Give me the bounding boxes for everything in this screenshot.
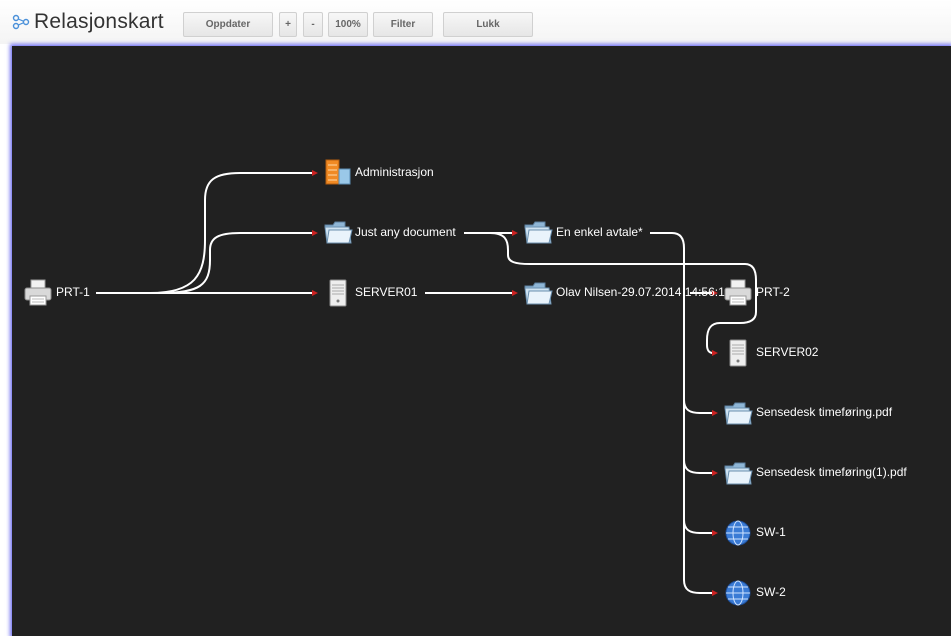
edge-layer — [96, 170, 757, 596]
refresh-button[interactable]: Oppdater — [183, 12, 273, 37]
arrow-just-any-document — [312, 230, 318, 236]
node-server02[interactable]: SERVER02 — [756, 345, 819, 359]
folder-icon[interactable] — [523, 217, 553, 247]
page-title: Relasjonskart — [34, 10, 164, 33]
arrow-administrasjon — [312, 170, 318, 176]
zoom-reset-button[interactable]: 100% — [328, 12, 368, 37]
arrow-server01 — [312, 290, 318, 296]
edge-avtale-sw1 — [683, 519, 712, 534]
toolbar: Relasjonskart Oppdater + - 100% Filter L… — [0, 0, 951, 44]
node-just-any-document[interactable]: Just any document — [355, 225, 456, 239]
printer-icon[interactable] — [723, 278, 753, 308]
node-server01[interactable]: SERVER01 — [355, 285, 418, 299]
arrow-sw1 — [712, 530, 718, 536]
edge-document-server02 — [489, 232, 757, 354]
folder-icon[interactable] — [723, 458, 753, 488]
arrow-prt2 — [712, 290, 718, 296]
arrow-sensedesk — [712, 410, 718, 416]
edge-prt1-just-any-document — [96, 232, 312, 294]
edge-avtale-fanout — [650, 232, 712, 594]
server-icon[interactable] — [723, 338, 753, 368]
node-administrasjon[interactable]: Administrasjon — [355, 165, 434, 179]
node-sw2[interactable]: SW-2 — [756, 585, 786, 599]
node-en-enkel-avtale[interactable]: En enkel avtale* — [556, 225, 643, 239]
arrow-sw2 — [712, 590, 718, 596]
edge-avtale-sensedesk — [683, 399, 712, 414]
folder-icon[interactable] — [723, 398, 753, 428]
printer-icon[interactable] — [23, 278, 53, 308]
arrow-avtale — [512, 230, 518, 236]
server-icon[interactable] — [323, 278, 353, 308]
relationship-map-canvas[interactable]: PRT-1 Administrasjon Just any document S… — [12, 46, 951, 636]
folder-icon[interactable] — [523, 278, 553, 308]
node-sensedesk-pdf-1[interactable]: Sensedesk timeføring(1).pdf — [756, 465, 907, 479]
node-sensedesk-pdf[interactable]: Sensedesk timeføring.pdf — [756, 405, 893, 419]
edge-prt1-administrasjon — [96, 172, 312, 294]
arrow-sensedesk-1 — [712, 470, 718, 476]
node-olav-nilsen[interactable]: Olav Nilsen-29.07.2014 14:56:1 — [556, 285, 725, 299]
folder-icon[interactable] — [323, 217, 353, 247]
building-icon[interactable] — [323, 157, 353, 187]
close-button[interactable]: Lukk — [443, 12, 533, 37]
app-title: Relasjonskart — [12, 10, 164, 34]
relationship-map-icon — [12, 14, 30, 30]
globe-icon[interactable] — [723, 578, 753, 608]
filter-button[interactable]: Filter — [373, 12, 433, 37]
node-sw1[interactable]: SW-1 — [756, 525, 786, 539]
node-prt2[interactable]: PRT-2 — [756, 285, 790, 299]
edge-avtale-sensedesk-1 — [683, 459, 712, 474]
arrow-server02 — [712, 350, 718, 356]
zoom-in-button[interactable]: + — [279, 12, 297, 37]
globe-icon[interactable] — [723, 518, 753, 548]
arrow-olav — [512, 290, 518, 296]
zoom-out-button[interactable]: - — [303, 12, 323, 37]
node-prt1[interactable]: PRT-1 — [56, 285, 90, 299]
